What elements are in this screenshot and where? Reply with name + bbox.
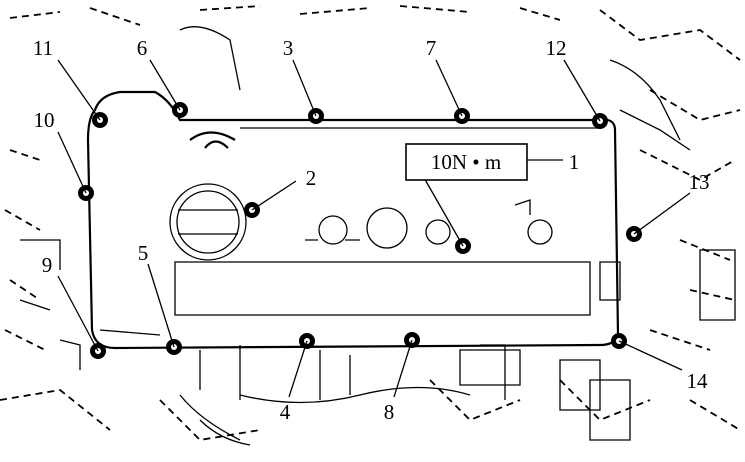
callout-7: 7 [426, 36, 437, 60]
callout-1: 1 [569, 150, 580, 174]
callout-numbers: 1 2 3 4 5 6 7 8 9 10 11 12 13 14 [33, 36, 710, 424]
callout-3: 3 [283, 36, 294, 60]
torque-callout: 10N • m [405, 143, 528, 181]
callout-10: 10 [34, 108, 55, 132]
callout-5: 5 [138, 241, 149, 265]
callout-14: 14 [687, 369, 709, 393]
engine-background-sketch [0, 5, 741, 446]
callout-11: 11 [33, 36, 53, 60]
callout-9: 9 [42, 253, 53, 277]
callout-2: 2 [306, 166, 317, 190]
callout-12: 12 [546, 36, 567, 60]
callout-13: 13 [689, 170, 710, 194]
leader-lines [57, 59, 691, 398]
valve-cover [86, 90, 620, 350]
callout-8: 8 [384, 400, 395, 424]
callout-6: 6 [137, 36, 148, 60]
bolts [78, 102, 642, 359]
torque-label: 10N • m [431, 150, 501, 174]
callout-4: 4 [280, 400, 291, 424]
